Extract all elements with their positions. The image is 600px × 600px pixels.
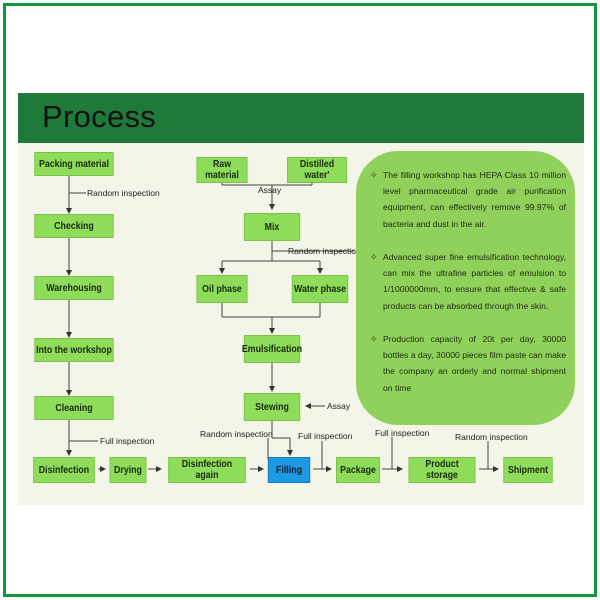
random-inspection-label-3: Random inspection xyxy=(455,432,528,442)
checking-box: Checking xyxy=(34,214,114,238)
water-phase-box: Water phase xyxy=(291,275,349,303)
warehousing-box: Warehousing xyxy=(34,276,114,300)
flow-connectors xyxy=(66,175,499,472)
bullet-star-icon: ✧ xyxy=(370,252,378,262)
outer-frame xyxy=(3,3,597,597)
filling-box: Filling xyxy=(267,457,311,483)
product-storage-box: Product storage xyxy=(408,457,476,483)
process-slide: Process xyxy=(18,93,584,505)
oil-phase-box: Oil phase xyxy=(196,275,248,303)
package-box: Package xyxy=(336,457,380,483)
mix-box: Mix xyxy=(243,213,301,241)
full-inspection-label-1: Full inspection xyxy=(100,436,155,446)
packing-material-box: Packing material xyxy=(34,152,114,176)
assay-label-1: Assay xyxy=(258,185,282,195)
disinfection-box: Disinfection xyxy=(33,457,95,483)
info-bullet-1: ✧ The filling workshop has HEPA Class 10… xyxy=(370,167,566,232)
raw-material-box: Raw material xyxy=(196,157,248,183)
shipment-box: Shipment xyxy=(503,457,553,483)
stewing-box: Stewing xyxy=(243,393,301,421)
info-panel: ✧ The filling workshop has HEPA Class 10… xyxy=(356,151,575,425)
full-inspection-label-2: Full inspection xyxy=(298,431,353,441)
random-inspection-label: Random inspection xyxy=(87,188,160,198)
drying-box: Drying xyxy=(109,457,147,483)
header-bar: Process xyxy=(18,93,584,143)
emulsification-box: Emulsification xyxy=(242,335,302,363)
random-inspection-label-2: Random inspection xyxy=(200,429,273,439)
random-inspection-mix-label: Random inspection xyxy=(288,246,361,256)
info-bullet-text: Production capacity of 20t per day, 3000… xyxy=(383,334,566,393)
bullet-star-icon: ✧ xyxy=(370,170,378,180)
info-bullet-3: ✧ Production capacity of 20t per day, 30… xyxy=(370,331,566,396)
info-bullet-text: The filling workshop has HEPA Class 10 m… xyxy=(383,170,566,229)
info-bullet-2: ✧ Advanced super fine emulsification tec… xyxy=(370,249,566,314)
page-title: Process xyxy=(42,99,157,134)
bullet-star-icon: ✧ xyxy=(370,334,378,344)
into-workshop-box: Into the workshop xyxy=(34,338,114,362)
cleaning-box: Cleaning xyxy=(34,396,114,420)
distilled-water-box: Distilled water' xyxy=(287,157,347,183)
disinfection-again-box: Disinfection again xyxy=(168,457,246,483)
assay-label-2: Assay xyxy=(327,401,351,411)
full-inspection-label-3: Full inspection xyxy=(375,428,430,438)
info-bullet-text: Advanced super fine emulsification techn… xyxy=(383,252,566,311)
